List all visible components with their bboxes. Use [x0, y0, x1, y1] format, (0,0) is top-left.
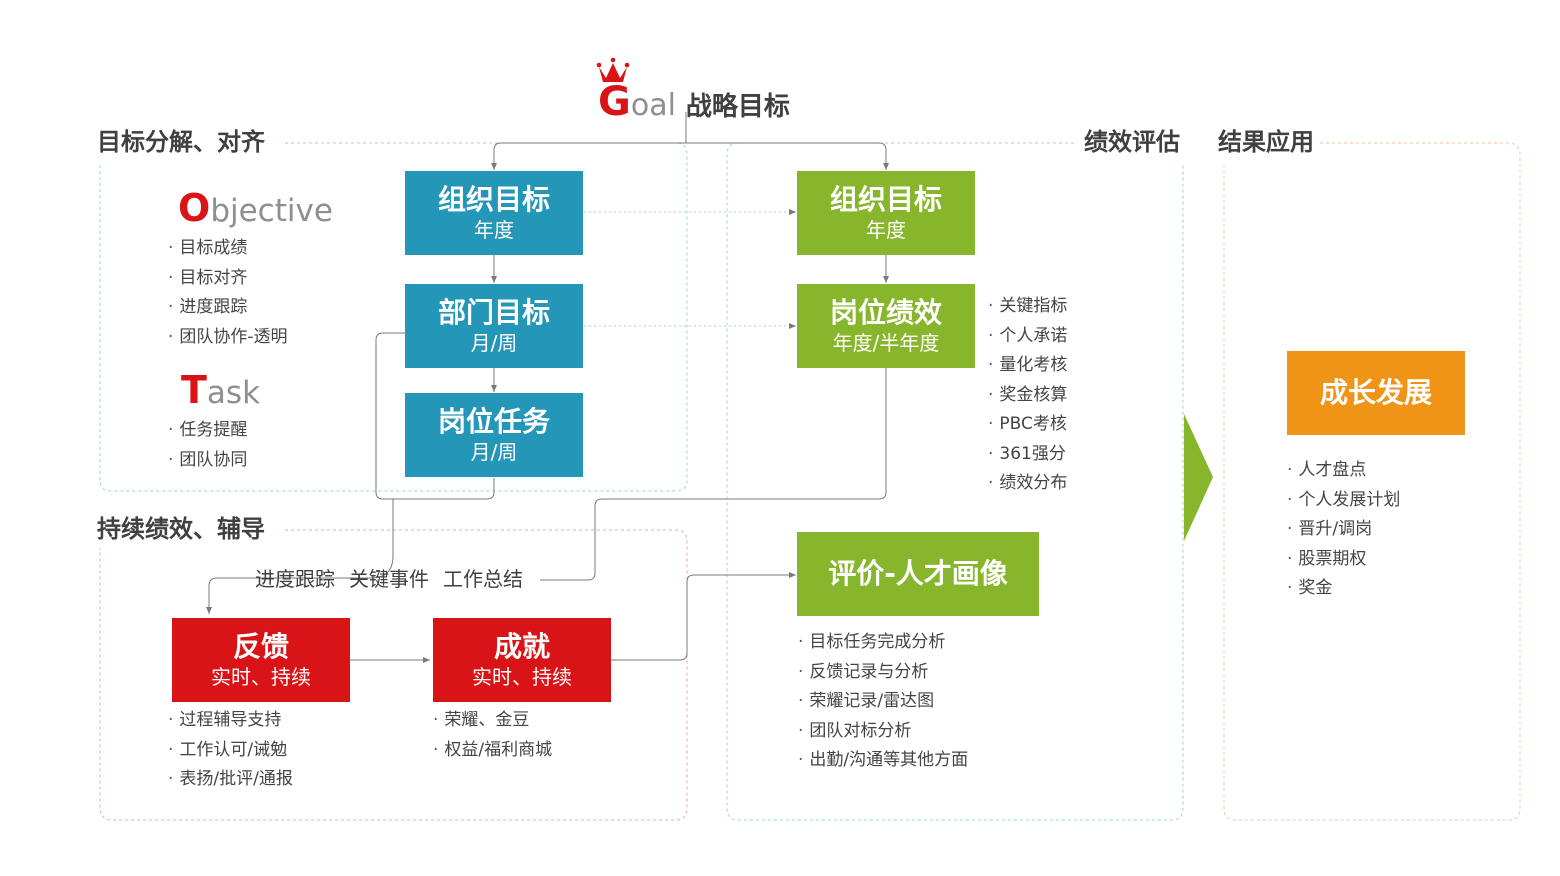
task-cap: T: [181, 368, 207, 412]
list-item: 反馈记录与分析: [798, 658, 968, 688]
eval-org-goal-sub: 年度: [866, 218, 906, 242]
feedback-box: 反馈 实时、持续: [172, 618, 350, 702]
feedback-sub: 实时、持续: [211, 665, 311, 689]
event-key: 关键事件: [349, 567, 429, 591]
section-frame-continuous: [99, 529, 688, 821]
goal-connector: [491, 112, 889, 170]
task-heading: Task: [181, 370, 260, 413]
goal-label: 战略目标: [685, 92, 790, 122]
list-item: 工作认可/诫勉: [168, 736, 293, 766]
objective-heading: Objective: [178, 188, 333, 231]
event-progress: 进度跟踪: [255, 567, 335, 591]
list-item: 奖金核算: [988, 381, 1067, 411]
list-item: 个人发展计划: [1287, 486, 1400, 516]
list-item: 团队协作-透明: [168, 323, 287, 353]
objective-cap: O: [178, 186, 211, 230]
list-item: 荣耀、金豆: [433, 706, 552, 736]
list-item: 关键指标: [988, 292, 1067, 322]
objective-rest: bjective: [210, 193, 333, 229]
position-task-sub: 月/周: [470, 440, 518, 464]
section-title-evaluation: 绩效评估: [1084, 128, 1180, 156]
feedback-title: 反馈: [232, 630, 289, 663]
event-loop-connectors: [206, 332, 887, 614]
list-item: 荣耀记录/雷达图: [798, 687, 968, 717]
list-item: 出勤/沟通等其他方面: [798, 746, 968, 776]
list-item: 量化考核: [988, 351, 1067, 381]
list-item: 表扬/批评/通报: [168, 765, 292, 795]
dept-goal-box: 部门目标 月/周: [405, 284, 583, 368]
list-item: 股票期权: [1287, 545, 1400, 575]
talent-portrait-box: 评价-人才画像: [797, 532, 1039, 616]
section-title-results: 结果应用: [1218, 128, 1314, 156]
achievement-list: 荣耀、金豆 权益/福利商城: [433, 706, 552, 765]
dept-goal-sub: 月/周: [470, 331, 518, 355]
list-item: 权益/福利商城: [433, 736, 552, 766]
section-title-align: 目标分解、对齐: [97, 128, 265, 156]
list-item: 人才盘点: [1287, 456, 1400, 486]
list-item: 个人承诺: [988, 322, 1067, 352]
objective-list: 目标成绩 目标对齐 进度跟踪 团队协作-透明: [168, 234, 288, 353]
list-item: 团队对标分析: [798, 717, 968, 747]
position-task-title: 岗位任务: [437, 405, 550, 438]
events-row: 进度跟踪关键事件工作总结: [255, 566, 537, 592]
blue-chain-connectors: [491, 255, 889, 392]
achievement-box: 成就 实时、持续: [433, 618, 611, 702]
performance-list: 关键指标 个人承诺 量化考核 奖金核算 PBC考核 361强分 绩效分布: [988, 292, 1067, 499]
list-item: 任务提醒: [168, 416, 247, 446]
org-goal-title: 组织目标: [437, 183, 550, 216]
section-frame-evaluation: [726, 142, 1184, 821]
growth-box: 成长发展: [1287, 351, 1465, 435]
talent-portrait-title: 评价-人才画像: [828, 557, 1008, 590]
list-item: 目标对齐: [168, 264, 288, 294]
list-item: PBC考核: [988, 410, 1067, 440]
dept-goal-title: 部门目标: [437, 296, 550, 329]
section-frame-results: [1223, 142, 1521, 821]
list-item: 绩效分布: [988, 469, 1067, 499]
alignment-connectors: [584, 209, 796, 329]
position-task-box: 岗位任务 月/周: [405, 393, 583, 477]
achievement-title: 成就: [493, 630, 550, 663]
task-list: 任务提醒 团队协同: [168, 416, 247, 475]
feedback-list: 过程辅导支持 工作认可/诫勉 表扬/批评/通报: [168, 706, 293, 795]
goal-cap: G: [598, 79, 631, 125]
event-summary: 工作总结: [443, 567, 523, 591]
list-item: 目标成绩: [168, 234, 288, 264]
list-item: 361强分: [988, 440, 1067, 470]
list-item: 过程辅导支持: [168, 706, 293, 736]
growth-title: 成长发展: [1319, 376, 1432, 409]
feedback-connectors: [350, 572, 796, 663]
achievement-sub: 实时、持续: [472, 665, 572, 689]
position-performance-box: 岗位绩效 年度/半年度: [797, 284, 975, 368]
eval-org-goal-box: 组织目标 年度: [797, 171, 975, 255]
list-item: 目标任务完成分析: [798, 628, 968, 658]
section-title-continuous: 持续绩效、辅导: [97, 515, 265, 543]
task-rest: ask: [206, 375, 261, 411]
position-performance-sub: 年度/半年度: [832, 331, 940, 355]
goal-rest: oal: [630, 88, 676, 123]
crown-icon: [596, 57, 630, 82]
growth-list: 人才盘点 个人发展计划 晋升/调岗 股票期权 奖金: [1287, 456, 1400, 604]
list-item: 晋升/调岗: [1287, 515, 1400, 545]
eval-org-goal-title: 组织目标: [829, 183, 942, 216]
list-item: 进度跟踪: [168, 293, 288, 323]
position-performance-title: 岗位绩效: [829, 296, 942, 329]
section-frame-align: [99, 142, 1075, 492]
org-goal-sub: 年度: [474, 218, 514, 242]
list-item: 奖金: [1287, 574, 1400, 604]
org-goal-box: 组织目标 年度: [405, 171, 583, 255]
portrait-list: 目标任务完成分析 反馈记录与分析 荣耀记录/雷达图 团队对标分析 出勤/沟通等其…: [798, 628, 968, 776]
list-item: 团队协同: [168, 446, 247, 476]
results-arrow-icon: [1184, 414, 1213, 541]
goal-title: Goal 战略目标: [598, 82, 790, 130]
